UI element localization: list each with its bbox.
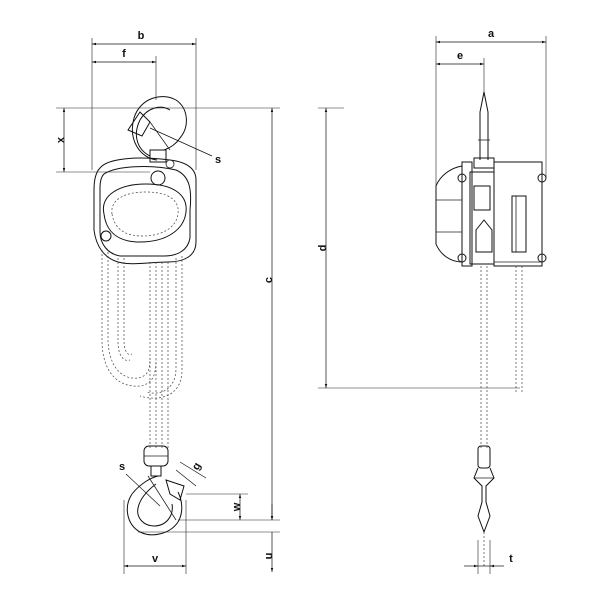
bottom-hook (126, 445, 185, 536)
dimension-lines (56, 36, 547, 574)
label-a: a (488, 28, 495, 40)
side-housing (435, 161, 547, 267)
hand-chain (101, 250, 183, 399)
label-v: v (152, 553, 159, 565)
label-s-top: s (215, 154, 221, 166)
label-e: e (457, 50, 463, 62)
hoist-body (93, 157, 197, 265)
label-s-bottom: s (119, 461, 125, 473)
load-chain (149, 262, 169, 448)
label-c: c (263, 277, 275, 283)
label-w: w (231, 502, 243, 512)
label-f: f (122, 48, 126, 60)
top-hook (127, 96, 187, 163)
front-view (93, 96, 197, 536)
label-t: t (509, 553, 513, 565)
dimension-labels: b f x s c d a e s g w v u t (55, 28, 513, 565)
label-d: d (317, 245, 329, 252)
label-u: u (263, 553, 275, 560)
label-x: x (55, 136, 67, 143)
label-b: b (138, 30, 145, 42)
label-g: g (190, 461, 204, 473)
side-view (435, 91, 547, 568)
